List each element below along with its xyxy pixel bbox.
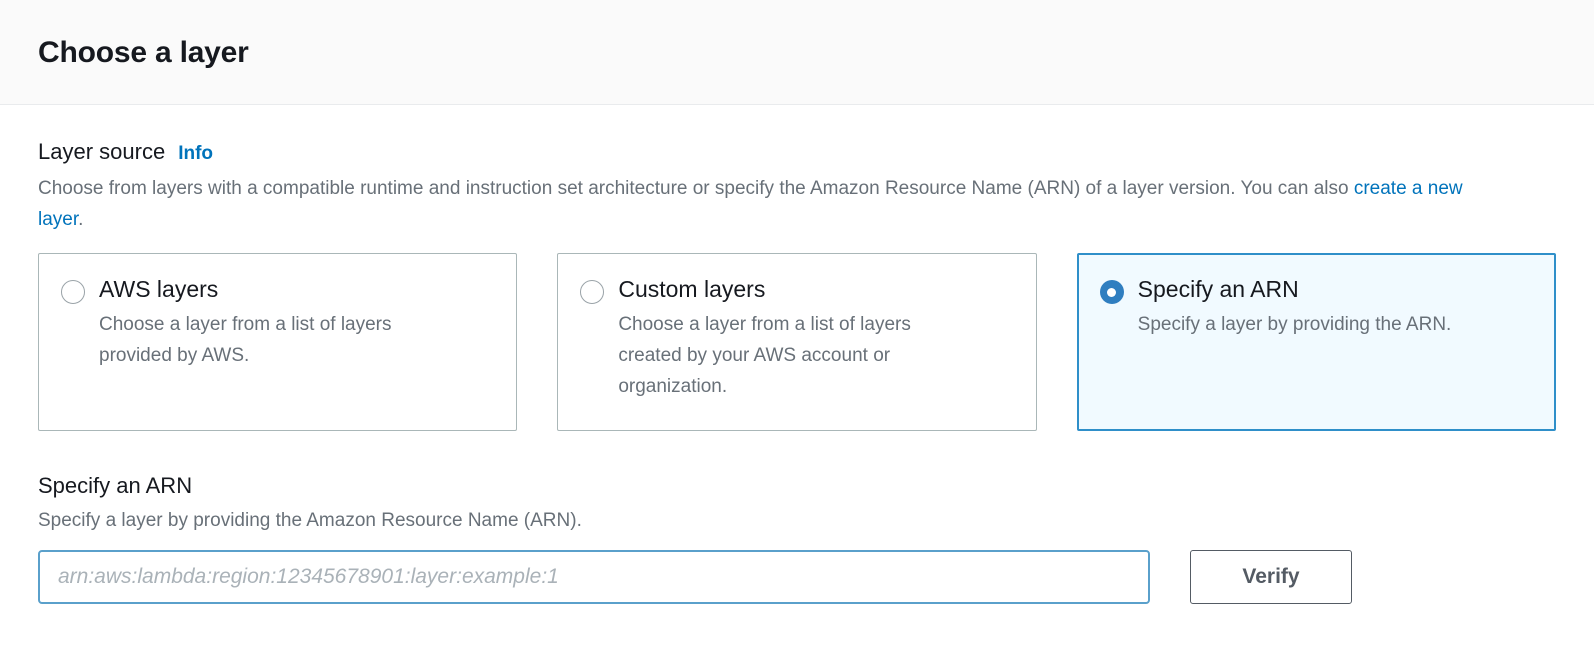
radio-icon-aws-layers[interactable] xyxy=(61,280,85,305)
panel-header: Choose a layer xyxy=(0,0,1594,105)
layer-source-label: Layer source xyxy=(38,139,166,164)
radio-card-custom-layers-title: Custom layers xyxy=(618,276,766,303)
page-title: Choose a layer xyxy=(38,35,249,69)
radio-card-custom-layers-text: Custom layers Choose a layer from a list… xyxy=(618,274,978,402)
arn-section-title: Specify an ARN xyxy=(38,473,193,499)
arn-input[interactable] xyxy=(38,549,1150,604)
radio-card-specify-an-arn-title: Specify an ARN xyxy=(1137,276,1299,303)
radio-card-custom-layers-description: Choose a layer from a list of layers cre… xyxy=(618,314,911,398)
create-a-new-layer-link[interactable]: create a new layer xyxy=(38,178,1463,231)
panel-body: Layer source Info Choose from layers wit… xyxy=(0,105,1594,666)
radio-icon-specify-an-arn[interactable] xyxy=(1099,280,1124,305)
radio-card-aws-layers-title: AWS layers xyxy=(99,276,219,303)
radio-card-custom-layers[interactable]: Custom layers Choose a layer from a list… xyxy=(557,253,1037,432)
layer-source-label-row: Layer source Info xyxy=(38,139,1556,165)
radio-card-specify-an-arn-text: Specify an ARN Specify a layer by provid… xyxy=(1138,274,1452,340)
radio-card-aws-layers[interactable]: AWS layers Choose a layer from a list of… xyxy=(38,253,518,432)
layer-source-description: Choose from layers with a compatible run… xyxy=(38,173,1488,235)
radio-icon-custom-layers[interactable] xyxy=(580,280,605,305)
arn-section: Specify an ARN Specify a layer by provid… xyxy=(38,473,1556,604)
radio-card-specify-an-arn-description: Specify a layer by providing the ARN. xyxy=(1137,314,1452,336)
radio-card-aws-layers-text: AWS layers Choose a layer from a list of… xyxy=(99,274,459,371)
info-link[interactable]: Info xyxy=(178,143,214,164)
arn-input-row: Verify xyxy=(38,549,1556,604)
radio-card-aws-layers-description: Choose a layer from a list of layers pro… xyxy=(99,314,392,367)
arn-section-subtitle: Specify a layer by providing the Amazon … xyxy=(38,509,582,531)
layer-source-description-text: Choose from layers with a compatible run… xyxy=(38,178,1354,200)
verify-button[interactable]: Verify xyxy=(1190,549,1352,604)
layer-source-description-suffix: . xyxy=(78,209,84,231)
radio-card-specify-an-arn[interactable]: Specify an ARN Specify a layer by provid… xyxy=(1076,253,1556,432)
layer-source-options: AWS layers Choose a layer from a list of… xyxy=(38,253,1556,432)
